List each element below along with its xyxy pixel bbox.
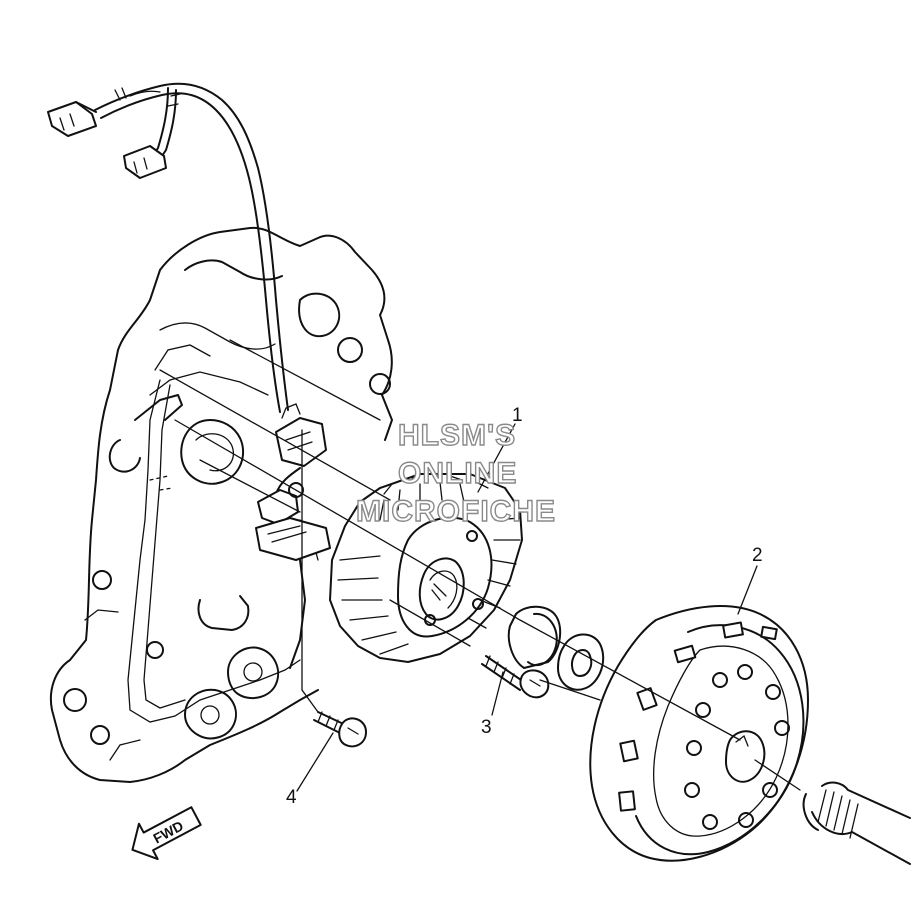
forward-direction-arrow: FWD	[131, 806, 202, 861]
cover-bolt	[313, 711, 367, 748]
callout-part-3: 3	[481, 717, 492, 738]
crankshaft-end	[802, 781, 911, 865]
connector-lower	[123, 145, 167, 179]
watermark-line-3: MICROFICHE	[356, 495, 556, 528]
connector-upper	[47, 101, 97, 137]
stator-bolt	[481, 655, 550, 699]
watermark: HLSM'S ONLINE MICROFICHE	[355, 418, 556, 528]
watermark-line-1: HLSM'S	[398, 419, 516, 452]
callout-part-4: 4	[286, 787, 297, 808]
callout-part-2: 2	[752, 545, 763, 566]
alignment-lines	[159, 339, 801, 791]
pickup-coil-connector	[255, 467, 331, 561]
leader-lines	[296, 423, 758, 792]
stator-assembly	[329, 473, 523, 663]
crankcase-housing	[50, 226, 393, 783]
harness-grommet	[275, 403, 327, 467]
washer	[557, 633, 605, 691]
spacer-collar	[507, 605, 562, 669]
flywheel-rotor	[589, 605, 809, 862]
callout-part-1: 1	[512, 405, 523, 426]
wire-harness	[94, 82, 289, 413]
watermark-line-2: ONLINE	[398, 457, 517, 490]
